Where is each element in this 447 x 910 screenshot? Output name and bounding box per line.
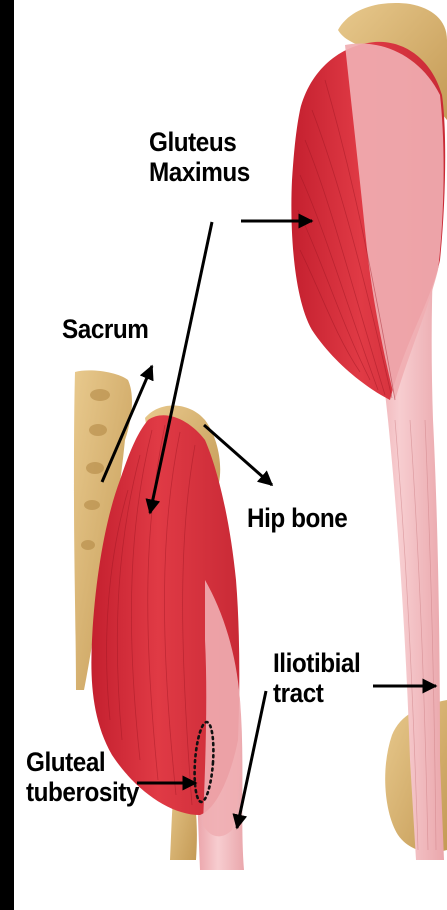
right-figure bbox=[291, 3, 447, 860]
label-iliotibial-line2: tract bbox=[273, 678, 360, 708]
label-gluteus-maximus: Gluteus Maximus bbox=[149, 127, 250, 187]
label-gluteus-line1: Gluteus bbox=[149, 127, 250, 157]
label-iliotibial-tract: Iliotibial tract bbox=[273, 648, 360, 708]
label-gluteal-line2: tuberosity bbox=[26, 777, 139, 807]
label-gluteus-line2: Maximus bbox=[149, 157, 250, 187]
label-iliotibial-line1: Iliotibial bbox=[273, 648, 360, 678]
label-gluteal-line1: Gluteal bbox=[26, 747, 139, 777]
label-sacrum: Sacrum bbox=[62, 314, 148, 344]
label-gluteal-tuberosity: Gluteal tuberosity bbox=[26, 747, 139, 807]
left-border bbox=[0, 0, 14, 910]
label-hip-bone: Hip bone bbox=[247, 503, 347, 533]
